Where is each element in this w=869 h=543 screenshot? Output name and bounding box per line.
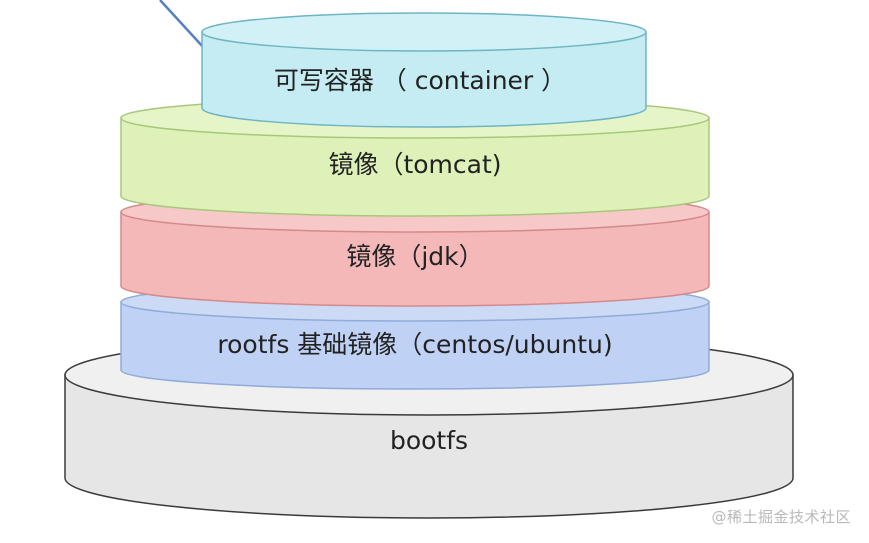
watermark-text: @稀土掘金技术社区 — [711, 508, 851, 526]
layer-container-label: 可写容器 （ container ） — [274, 66, 566, 95]
layer-bootfs-body — [64, 374, 794, 519]
layer-bootfs-label: bootfs — [390, 426, 468, 455]
layer-container-top — [201, 12, 647, 52]
layer-jdk-label: 镜像（jdk） — [346, 242, 483, 271]
layer-rootfs-label: rootfs 基础镜像（centos/ubuntu) — [217, 330, 612, 359]
layer-container-body — [201, 31, 647, 128]
layer-rootfs-body — [120, 301, 710, 390]
layer-tomcat-body — [120, 117, 710, 217]
layer-container: 可写容器 （ container ） — [201, 12, 647, 128]
layer-jdk-body — [120, 211, 710, 307]
layer-tomcat-label: 镜像（tomcat) — [328, 150, 501, 179]
